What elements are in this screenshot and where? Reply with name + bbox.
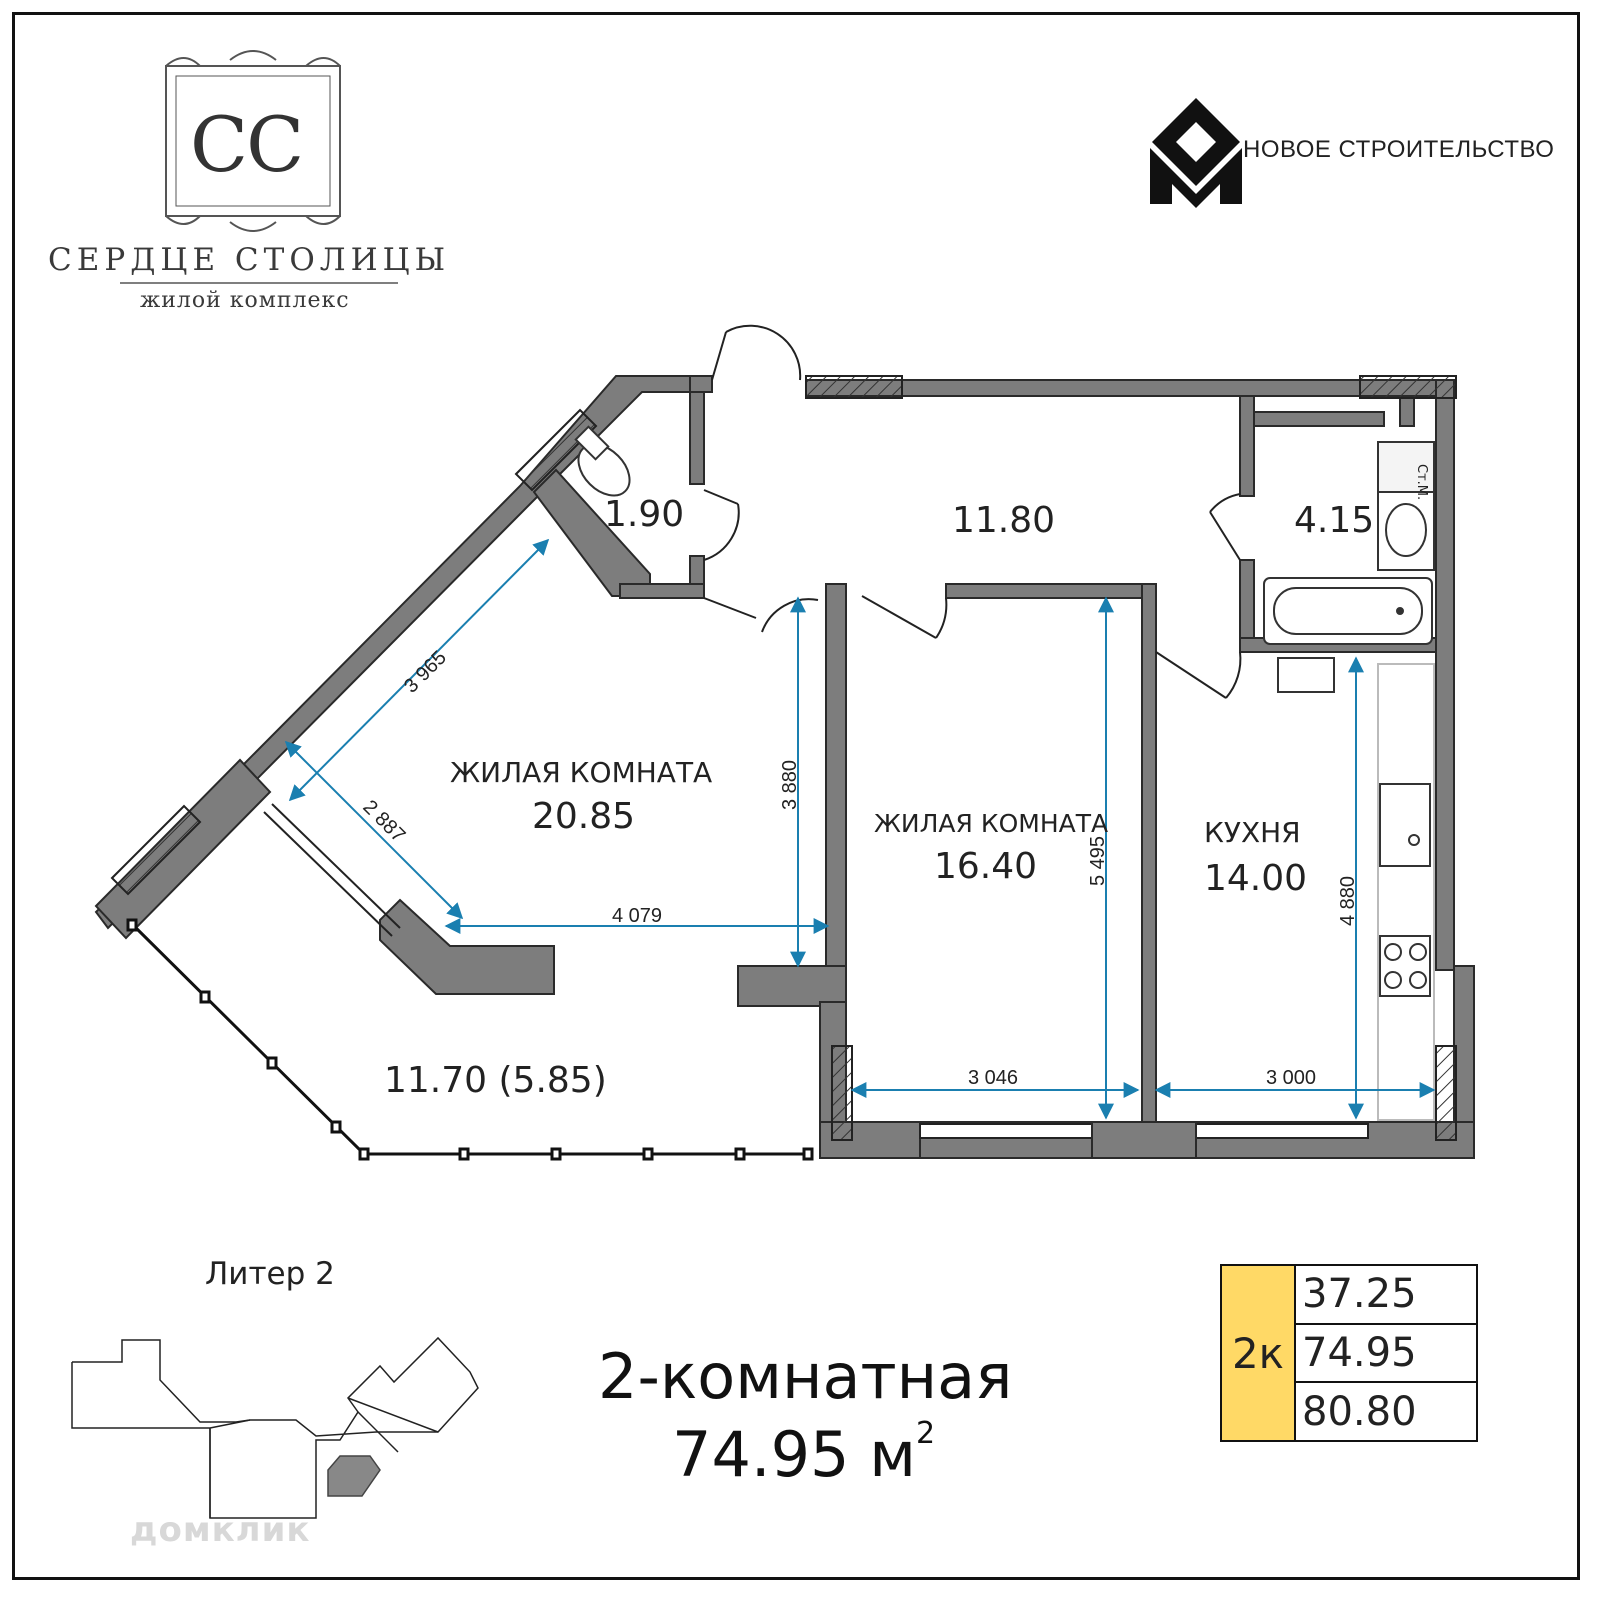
building-minimap <box>71 1336 479 1519</box>
dim-3965: 3 965 <box>400 647 451 698</box>
brand-monogram: CC <box>190 100 304 189</box>
area-legend: 2к 37.25 74.95 80.80 <box>1220 1264 1478 1442</box>
brand-title: СЕРДЦЕ СТОЛИЦЫ <box>48 242 451 278</box>
living2-label: ЖИЛАЯ КОМНАТА <box>874 809 1108 838</box>
area-unit-sup: 2 <box>915 1416 936 1451</box>
wc-area: 1.90 <box>604 494 684 535</box>
developer-name: НОВОЕ СТРОИТЕЛЬСТВО <box>1243 136 1555 163</box>
building-litera: Литер 2 <box>205 1256 335 1292</box>
balcony-area: 11.70 (5.85) <box>384 1060 607 1101</box>
dim-3046: 3 046 <box>968 1067 1018 1089</box>
dim-3880: 3 880 <box>779 760 801 810</box>
page-frame <box>12 12 1580 1580</box>
developer-logo <box>1150 98 1242 208</box>
living2-area: 16.40 <box>934 846 1037 887</box>
legend-code: 2к <box>1222 1266 1296 1440</box>
living1-label: ЖИЛАЯ КОМНАТА <box>450 756 712 789</box>
bath-area: 4.15 <box>1294 500 1374 541</box>
dimension-lines <box>284 538 1436 1120</box>
dim-5495: 5 495 <box>1087 836 1109 886</box>
brand-subtitle: жилой комплекс <box>140 288 350 313</box>
dim-3000: 3 000 <box>1266 1067 1316 1089</box>
kitchen-label: КУХНЯ <box>1204 816 1301 849</box>
bath-closet-label: Ст.М. <box>1414 464 1429 500</box>
legend-total-with-balcony: 80.80 <box>1302 1388 1417 1435</box>
legend-living-area: 37.25 <box>1296 1266 1476 1325</box>
room-labels: 1.90 11.80 4.15 Ст.М. ЖИЛАЯ КОМНАТА 20.8… <box>384 464 1429 1101</box>
living1-area: 20.85 <box>532 796 635 837</box>
balcony-glazing <box>126 918 814 1161</box>
apartment-area: 74.95 м2 <box>672 1416 936 1491</box>
hall-area: 11.80 <box>952 500 1055 541</box>
apartment-area-value: 74.95 м <box>672 1418 916 1491</box>
brand-logo <box>120 50 398 284</box>
watermark: домклик <box>130 1510 311 1550</box>
legend-total-area: 74.95 <box>1296 1325 1476 1384</box>
windows <box>110 375 1457 1159</box>
dim-4880: 4 880 <box>1337 876 1359 926</box>
fixtures <box>574 425 1435 1121</box>
kitchen-area: 14.00 <box>1204 858 1307 899</box>
legend-values: 37.25 74.95 80.80 <box>1296 1266 1476 1440</box>
dim-4079: 4 079 <box>612 905 662 927</box>
doors <box>703 324 1242 699</box>
apartment-type: 2-комнатная <box>598 1340 1013 1413</box>
